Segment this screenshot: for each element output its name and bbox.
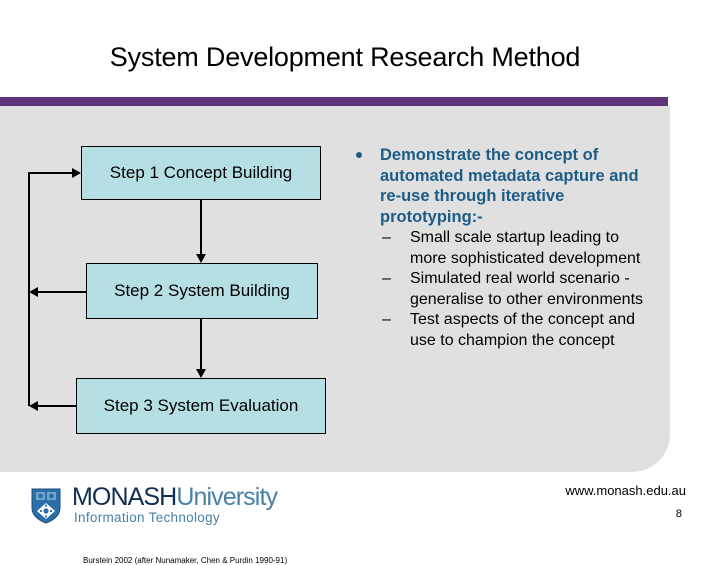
- connector-step2-to-feedback: [38, 291, 86, 293]
- arrowhead-step1-to-step2: [196, 254, 206, 263]
- slide-number: 8: [675, 508, 682, 520]
- arrowhead-step2-to-feedback: [29, 287, 38, 297]
- list-item-text: Test aspects of the concept and use to c…: [410, 311, 636, 349]
- bullet-sublist: – Small scale startup leading to more so…: [352, 228, 652, 351]
- monash-wordmark: MONASHUniversity: [72, 483, 278, 512]
- monash-shield-icon: [31, 488, 61, 524]
- arrowhead-step2-to-step3: [196, 369, 206, 378]
- list-item: – Test aspects of the concept and use to…: [380, 310, 652, 351]
- connector-step1-to-step2: [200, 200, 202, 254]
- bullet-dot-icon: [356, 152, 362, 158]
- connector-step3-to-feedback: [38, 405, 76, 407]
- monash-faculty-label: Information Technology: [74, 510, 220, 525]
- dash-icon: –: [382, 311, 391, 328]
- dash-icon: –: [382, 270, 391, 287]
- flow-box-step-3: Step 3 System Evaluation: [76, 378, 326, 434]
- flow-box-step-1-label: Step 1 Concept Building: [109, 163, 293, 182]
- arrowhead-step3-to-feedback: [29, 401, 38, 411]
- page-title: System Development Research Method: [109, 42, 581, 72]
- monash-wordmark-secondary: University: [176, 483, 278, 511]
- monash-wordmark-primary: MONASH: [72, 483, 177, 511]
- diagram-citation: Burstein 2002 (after Nunamaker, Chen & P…: [83, 556, 288, 565]
- list-item-text: Simulated real world scenario - generali…: [410, 270, 644, 308]
- bullet-primary-text: Demonstrate the concept of automated met…: [380, 146, 639, 226]
- list-item-text: Small scale startup leading to more soph…: [410, 229, 641, 267]
- list-item: – Simulated real world scenario - genera…: [380, 269, 652, 310]
- connector-feedback-to-step1: [28, 172, 74, 174]
- connector-step2-to-step3: [200, 319, 202, 369]
- flowchart-diagram: Step 1 Concept Building Step 2 System Bu…: [0, 106, 350, 565]
- accent-divider: [0, 97, 668, 106]
- flow-box-step-3-label: Step 3 System Evaluation: [103, 396, 299, 415]
- bullet-primary: Demonstrate the concept of automated met…: [352, 145, 652, 227]
- footer-url: www.monash.edu.au: [565, 483, 686, 498]
- dash-icon: –: [382, 229, 391, 246]
- flow-box-step-2-label: Step 2 System Building: [114, 281, 290, 300]
- arrowhead-feedback-to-step1: [72, 168, 81, 178]
- monash-logo: MONASHUniversity Information Technology: [28, 483, 308, 530]
- bullet-list: Demonstrate the concept of automated met…: [352, 145, 652, 351]
- flow-box-step-1: Step 1 Concept Building: [81, 146, 321, 200]
- list-item: – Small scale startup leading to more so…: [380, 228, 652, 269]
- flow-box-step-2: Step 2 System Building: [86, 263, 318, 319]
